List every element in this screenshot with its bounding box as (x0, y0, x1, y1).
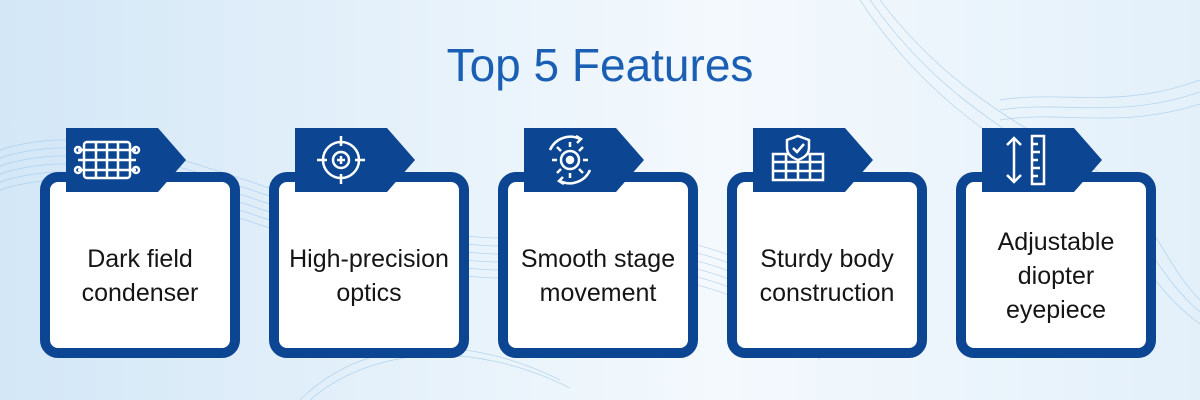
page-title: Top 5 Features (446, 39, 754, 91)
feature-tab-3 (524, 128, 644, 192)
feature-card-3: Smooth stage movement (498, 172, 698, 358)
feature-tab-2 (295, 128, 415, 192)
feature-label: Sturdy body construction (759, 245, 895, 307)
feature-label: High-precision optics (289, 245, 449, 307)
feature-card-1: Dark field condenser (40, 172, 240, 358)
feature-label: Dark field condenser (81, 245, 199, 307)
feature-tab-1 (66, 128, 186, 192)
feature-label: Adjustable diopter eyepiece (997, 228, 1115, 324)
feature-card-5: Adjustable diopter eyepiece (956, 172, 1156, 358)
gear-rotation-icon (548, 134, 592, 186)
vertical-scale-arrow-icon (1006, 134, 1046, 186)
feature-card-2: High-precision optics (269, 172, 469, 358)
feature-tab-4 (753, 128, 873, 192)
crosshair-target-icon (317, 136, 365, 184)
feature-tab-5 (982, 128, 1102, 192)
shield-building-icon (771, 134, 825, 182)
condenser-coil-icon (73, 140, 141, 180)
feature-label: Smooth stage movement (520, 245, 676, 307)
feature-card-4: Sturdy body construction (727, 172, 927, 358)
